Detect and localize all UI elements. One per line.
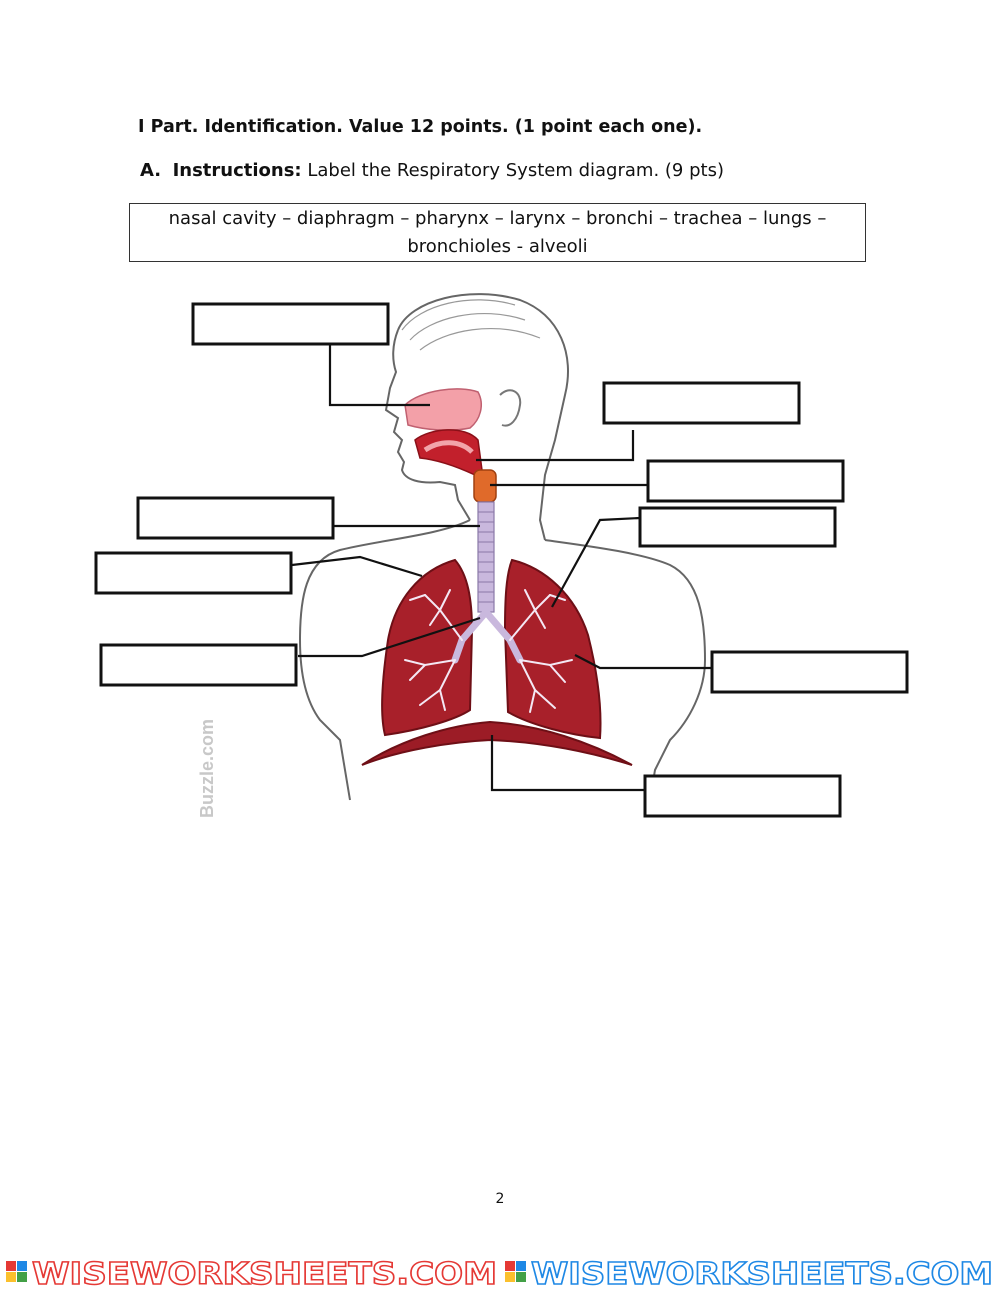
answer-box-2[interactable] (602, 381, 801, 425)
trachea (477, 501, 495, 613)
answer-box-9[interactable] (643, 774, 842, 818)
torso-outline-right (544, 539, 707, 801)
face-profile (384, 329, 471, 521)
nasal-cavity (404, 388, 482, 431)
answer-box-1[interactable] (191, 302, 390, 346)
answer-box-5[interactable] (638, 506, 837, 548)
instructions-label: Instructions: (172, 160, 302, 181)
bronchioles-left (404, 589, 463, 711)
footer-brand-1: WISEWORKSHEETS.COM (32, 1257, 497, 1291)
word-bank-line-2: bronchioles - alveoli (407, 236, 588, 257)
section-heading: I Part. Identification. Value 12 points.… (138, 117, 703, 137)
trachea-rings (478, 511, 494, 603)
bronchioles-right (509, 589, 573, 713)
page-number: 2 (495, 1191, 505, 1207)
instructions-marker: A. (140, 160, 162, 181)
right-lung (503, 558, 602, 740)
answer-box-7[interactable] (99, 643, 298, 687)
tongue (423, 440, 474, 454)
brand-logo-icon (6, 1261, 27, 1282)
answer-box-6[interactable] (94, 551, 293, 595)
watermark: Buzzle.com (197, 719, 217, 818)
ear (499, 389, 522, 427)
leader-lines (291, 345, 712, 792)
diaphragm (361, 720, 633, 766)
answer-box-4[interactable] (136, 496, 335, 540)
word-bank-line-1: nasal cavity – diaphragm – pharynx – lar… (168, 208, 827, 229)
footer-brand-2: WISEWORKSHEETS.COM (531, 1257, 993, 1291)
answer-box-8[interactable] (710, 650, 909, 694)
respiratory-diagram: Buzzle.com (94, 293, 909, 818)
instructions-text: Label the Respiratory System diagram. (9… (307, 160, 724, 181)
answer-box-3[interactable] (646, 459, 845, 503)
hair-texture (401, 299, 541, 351)
brand-logo-icon (505, 1261, 526, 1282)
footer-banner: WISEWORKSHEETS.COM WISEWORKSHEETS.COM (6, 1256, 994, 1291)
left-lung (381, 558, 474, 737)
word-bank: nasal cavity – diaphragm – pharynx – lar… (129, 203, 866, 262)
pharynx (414, 429, 483, 476)
head-outline (397, 293, 569, 541)
torso-outline (298, 519, 471, 801)
instructions: A. Instructions: Label the Respiratory S… (140, 160, 724, 181)
